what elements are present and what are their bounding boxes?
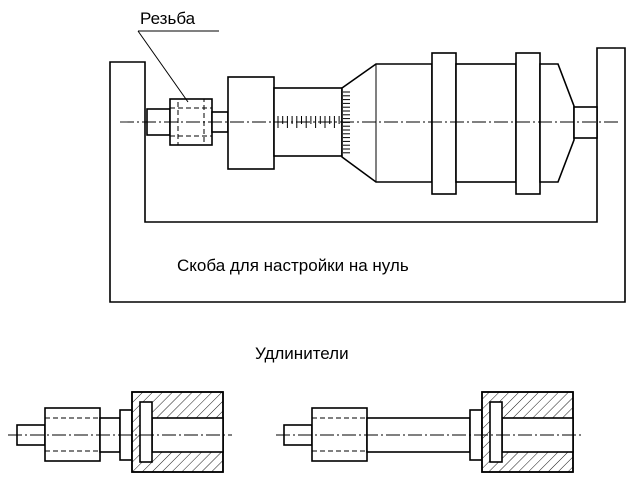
extension-nut	[311, 407, 368, 462]
thread-label: Резьба	[140, 9, 196, 28]
thimble-body	[455, 63, 517, 183]
thimble-scale	[343, 91, 350, 154]
extension-rod-long	[276, 391, 582, 473]
extension-rod-short	[8, 391, 232, 473]
ratchet-ring	[515, 52, 541, 195]
thimble	[341, 63, 433, 183]
ratchet-cap	[539, 63, 575, 183]
micrometer	[120, 52, 620, 195]
anvil-tip	[573, 106, 598, 139]
extensions-title: Удлинители	[255, 344, 349, 363]
lock-collar	[227, 76, 275, 170]
thread-leader	[137, 30, 219, 103]
thimble-ring-1	[431, 52, 457, 195]
zero-bracket-label: Скоба для настройки на нуль	[177, 256, 409, 275]
extension-nut	[44, 407, 101, 462]
zero-setting-bracket	[109, 47, 626, 303]
